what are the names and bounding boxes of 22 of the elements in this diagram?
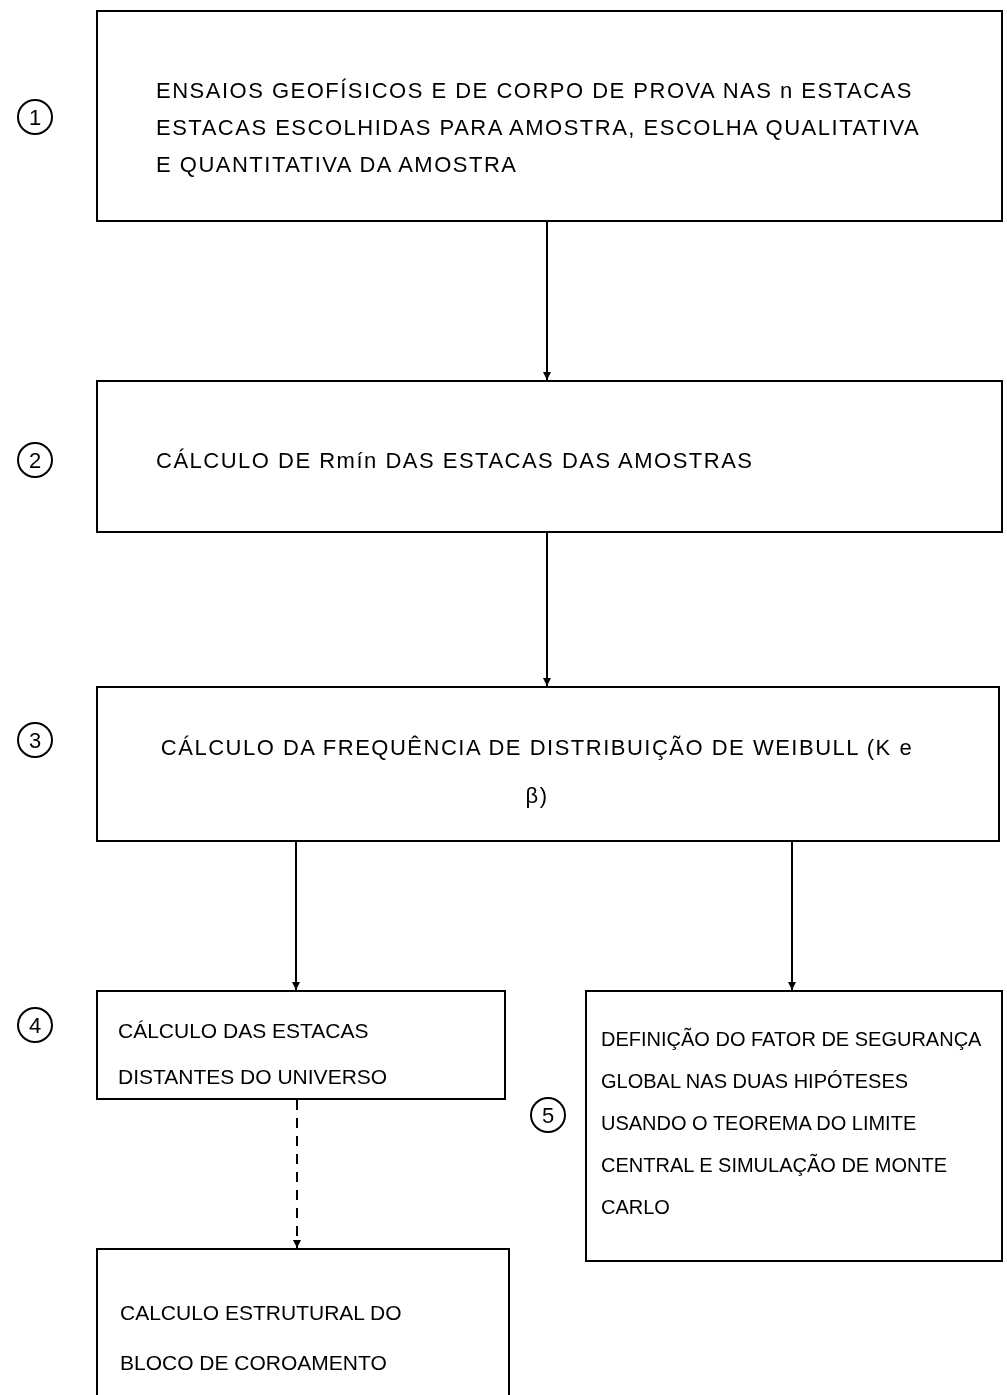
process-box <box>96 686 1000 842</box>
arrow <box>543 221 551 381</box>
process-box <box>96 1248 510 1395</box>
process-box <box>96 10 1003 222</box>
step-number: 4 <box>17 1007 53 1043</box>
arrow <box>543 532 551 687</box>
step-number: 3 <box>17 722 53 758</box>
step-text: CÁLCULO DE Rmín DAS ESTACAS DAS AMOSTRAS <box>156 447 755 475</box>
step-text: CALCULO ESTRUTURAL DO BLOCO DE COROAMENTO <box>120 1300 403 1376</box>
process-box <box>585 990 1003 1262</box>
arrow <box>292 841 300 991</box>
step-text: DEFINIÇÃO DO FATOR DE SEGURANÇA GLOBAL NAS DUAS HIPÓTESES USANDO O TEOREMA DO LIMITE CENTRAL E SIMULAÇÃO DE MONTE CARLO <box>601 1026 982 1220</box>
step-number: 5 <box>530 1097 566 1133</box>
step-text: CÁLCULO DA FREQUÊNCIA DE DISTRIBUIÇÃO DE WEIBULL (K e β) <box>159 734 915 810</box>
step-text: ENSAIOS GEOFÍSICOS E DE CORPO DE PROVA NAS n ESTACAS ESTACAS ESCOLHIDAS PARA AMOSTRA, ESCOLHA QUALITATIVA E QUANTITATIVA DA AMOSTRA <box>156 77 921 179</box>
process-box <box>96 990 506 1100</box>
arrow <box>293 1099 301 1249</box>
arrow <box>788 841 796 991</box>
step-text: CÁLCULO DAS ESTACAS DISTANTES DO UNIVERSO <box>118 1018 389 1090</box>
process-box <box>96 380 1003 533</box>
step-number: 2 <box>17 442 53 478</box>
step-number: 1 <box>17 99 53 135</box>
